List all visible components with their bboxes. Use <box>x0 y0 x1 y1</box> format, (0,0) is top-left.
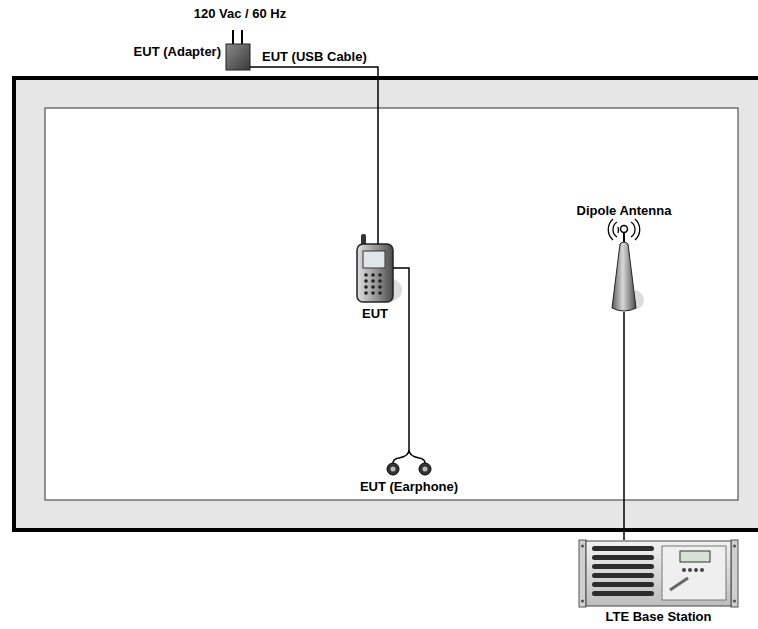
base-station-icon <box>579 540 738 607</box>
equipment-label: LTE Base Station <box>606 609 712 624</box>
earphone-node: EUT (Earphone) <box>384 442 434 476</box>
cable <box>250 67 378 244</box>
equipment-label: EUT <box>362 306 388 321</box>
node-label-group: EUT <box>362 306 388 321</box>
node-label-group: Dipole Antenna <box>577 203 672 218</box>
earphone-icon <box>387 442 431 475</box>
cable <box>623 312 625 540</box>
power-label: 120 Vac / 60 Hz <box>194 6 287 21</box>
antenna-icon <box>608 219 644 311</box>
base-station-node: LTE Base Station <box>580 540 737 606</box>
equipment-label: EUT (Adapter) <box>134 44 221 59</box>
equipment-label: Dipole Antenna <box>577 203 672 218</box>
phone-node: EUT <box>357 244 393 302</box>
node-label-group: EUT (Earphone) <box>360 479 458 494</box>
cable-label: EUT (USB Cable) <box>262 49 367 64</box>
adapter-icon <box>226 30 250 70</box>
antenna-node: Dipole Antenna <box>606 224 642 312</box>
edge-label-group: EUT (USB Cable) <box>262 49 367 64</box>
label-group: 120 Vac / 60 Hz <box>194 6 287 21</box>
node-label-group: EUT (Adapter) <box>134 44 221 59</box>
node-label-group: LTE Base Station <box>606 609 712 624</box>
cable <box>393 268 409 442</box>
equipment-label: EUT (Earphone) <box>360 479 458 494</box>
adapter-node: EUT (Adapter) <box>226 44 250 70</box>
